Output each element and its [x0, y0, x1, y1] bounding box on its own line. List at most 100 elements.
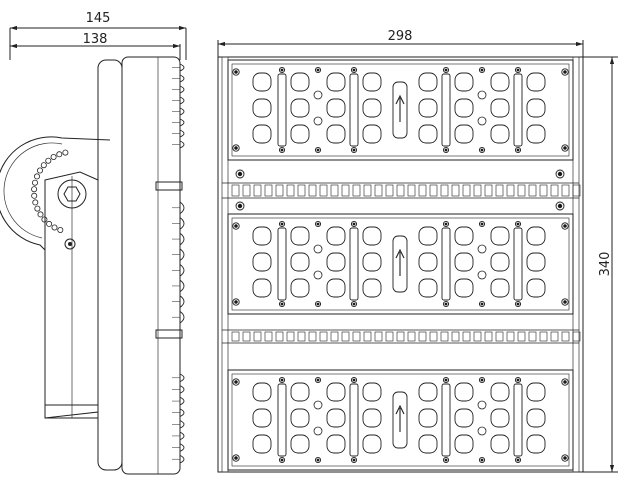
led-lens: [418, 252, 438, 272]
fin: [440, 331, 449, 342]
fin: [319, 184, 328, 197]
screw-icon: [561, 68, 569, 76]
lens-slot: [277, 227, 287, 301]
screw-icon: [314, 66, 322, 74]
fin: [495, 184, 504, 197]
fin: [363, 331, 372, 342]
fin: [275, 184, 284, 197]
lens-bump: [179, 74, 185, 83]
hex-bolt-icon: [57, 179, 87, 209]
up-arrow-icon: [392, 391, 408, 449]
adjust-hole: [37, 211, 44, 218]
bracket-adjust-holes: [31, 149, 69, 233]
led-lens: [454, 226, 474, 246]
fin: [572, 331, 581, 342]
led-lens: [526, 252, 546, 272]
screw-icon: [514, 376, 522, 384]
led-lens: [490, 124, 510, 144]
screw-icon: [442, 66, 450, 74]
led-lens: [252, 72, 272, 92]
module-frame: [227, 213, 574, 315]
screw-icon: [232, 454, 240, 462]
adjust-hole: [57, 226, 64, 233]
fin: [407, 331, 416, 342]
lens-bump: [179, 385, 185, 394]
led-module: [227, 369, 574, 471]
fin: [539, 184, 548, 197]
led-lens: [454, 98, 474, 118]
screw-icon: [350, 146, 358, 154]
led-lens: [526, 408, 546, 428]
screw-icon: [232, 378, 240, 386]
led-lens: [252, 98, 272, 118]
screw-icon: [478, 66, 486, 74]
led-lens: [362, 72, 382, 92]
lens-bump: [179, 420, 185, 429]
fin: [396, 184, 405, 197]
fin: [352, 184, 361, 197]
led-module: [227, 59, 574, 161]
lens-slot: [349, 73, 359, 147]
screw-icon: [235, 201, 245, 211]
screw-icon: [555, 201, 565, 211]
screw-icon: [232, 144, 240, 152]
lens-slot: [349, 383, 359, 457]
lens-bump: [179, 248, 185, 261]
led-lens: [490, 278, 510, 298]
led-lens: [418, 278, 438, 298]
lens-dot: [477, 400, 487, 410]
fin: [484, 331, 493, 342]
led-lens: [252, 434, 272, 454]
led-lens: [418, 226, 438, 246]
adjust-hole: [40, 162, 47, 169]
screw-icon: [555, 169, 565, 179]
lens-slot: [349, 227, 359, 301]
lens-slot: [513, 383, 523, 457]
led-lens: [418, 124, 438, 144]
screw-icon: [561, 378, 569, 386]
dimension-front-height: 340: [578, 56, 618, 473]
fin: [264, 184, 273, 197]
lens-bump: [179, 443, 185, 452]
led-lens: [454, 382, 474, 402]
fin: [385, 331, 394, 342]
fin: [528, 184, 537, 197]
led-lens: [362, 382, 382, 402]
adjust-hole: [34, 173, 41, 180]
side-view: [0, 56, 185, 475]
fin: [418, 184, 427, 197]
lens-bump: [179, 311, 185, 324]
fin: [539, 331, 548, 342]
dimension-label-340: 340: [598, 252, 613, 277]
lens-bump: [179, 201, 185, 214]
fin: [297, 184, 306, 197]
fin: [308, 331, 317, 342]
screw-icon: [232, 222, 240, 230]
led-lens: [252, 408, 272, 428]
led-lens: [290, 72, 310, 92]
lens-bump: [179, 396, 185, 406]
housing-back: [97, 59, 123, 471]
led-lens: [490, 226, 510, 246]
fin: [517, 331, 526, 342]
adjust-hole: [31, 186, 38, 193]
led-lens: [490, 252, 510, 272]
led-lens: [252, 124, 272, 144]
dimension-label-138: 138: [83, 32, 108, 47]
screw-icon: [478, 146, 486, 154]
adjust-hole: [62, 149, 69, 156]
screw-icon: [350, 376, 358, 384]
adjust-hole: [37, 167, 44, 174]
screw-icon: [314, 300, 322, 308]
fin: [319, 331, 328, 342]
fin: [330, 184, 339, 197]
led-lens: [290, 382, 310, 402]
fin: [550, 184, 559, 197]
led-lens: [362, 252, 382, 272]
screw-icon: [350, 220, 358, 228]
led-lens: [454, 408, 474, 428]
fin: [242, 331, 251, 342]
led-lens: [290, 434, 310, 454]
fin: [352, 331, 361, 342]
screw-icon: [561, 298, 569, 306]
